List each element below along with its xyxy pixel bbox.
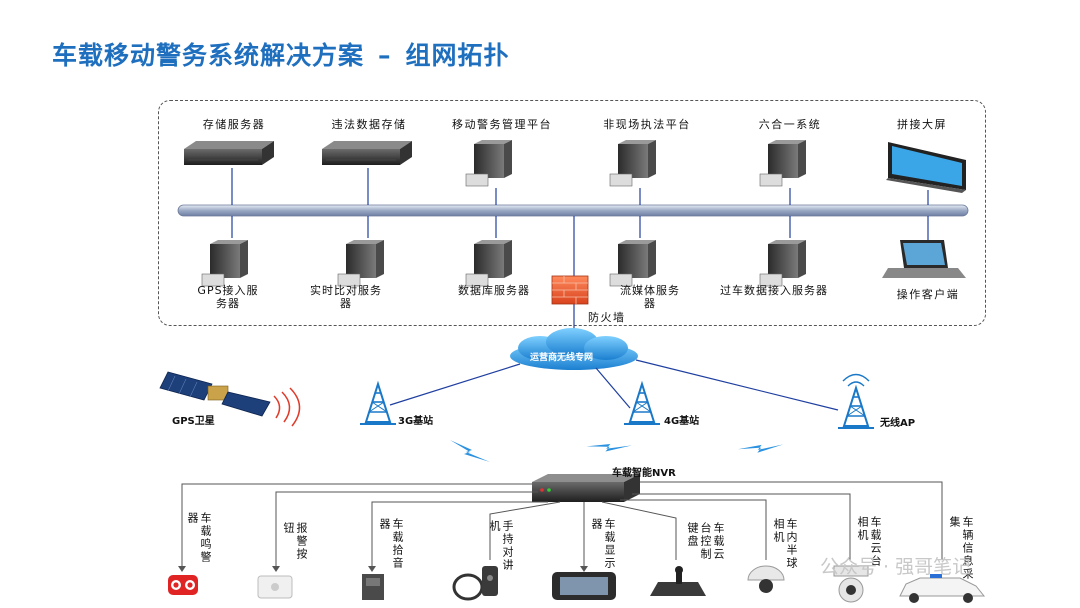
label-alarm-button: 报警按钮 xyxy=(282,522,308,561)
label-3g-station: 3G基站 xyxy=(398,416,434,427)
label-carrier-network: 运营商无线专网 xyxy=(530,353,594,363)
label-gps-access-server: GPS接入服务器 xyxy=(197,284,259,310)
database-server-icon xyxy=(465,239,513,287)
network-bus xyxy=(177,204,969,217)
title-main: 车载移动警务系统解决方案 xyxy=(52,41,365,70)
realtime-compare-server-icon xyxy=(337,239,385,287)
4g-base-station-icon xyxy=(623,383,661,425)
laptop-icon xyxy=(882,240,966,278)
storage-server-icon xyxy=(183,140,275,166)
label-police-car: 车辆信息采集 xyxy=(948,516,974,581)
title-sub: 组网拓扑 xyxy=(405,41,510,70)
label-microphone-pickup: 车载拾音器 xyxy=(378,518,404,570)
gps-access-server-icon xyxy=(201,239,249,287)
wireless-signal-ap-icon xyxy=(737,426,784,468)
streaming-server-icon xyxy=(609,239,657,287)
label-nvr: 车载智能NVR xyxy=(612,468,676,479)
server-zone xyxy=(158,100,986,326)
wireless-signal-3g-icon xyxy=(450,440,490,462)
firewall-icon xyxy=(551,275,589,305)
violation-storage-server-icon xyxy=(321,140,413,166)
microphone-pickup-icon xyxy=(362,574,384,600)
label-gps-satellite: GPS卫星 xyxy=(172,416,215,427)
label-ptz-keyboard: 车载云台控制键盘 xyxy=(686,522,725,561)
offsite-enforcement-server-icon xyxy=(609,139,657,187)
siren-icon xyxy=(168,575,198,595)
handheld-radio-icon xyxy=(452,566,498,601)
alarm-button-icon xyxy=(257,575,293,599)
label-handheld-radio: 手持对讲机 xyxy=(488,520,514,572)
label-streaming-server: 流媒体服务器 xyxy=(620,284,680,310)
title-separator: – xyxy=(378,41,392,70)
label-operator-client: 操作客户端 xyxy=(896,288,960,301)
label-storage-server: 存储服务器 xyxy=(202,118,266,131)
label-wireless-ap: 无线AP xyxy=(880,418,916,429)
label-display-wall: 拼接大屏 xyxy=(897,118,947,131)
monitor-icon xyxy=(552,572,616,600)
label-firewall: 防火墙 xyxy=(588,311,626,324)
ptz-camera-icon xyxy=(833,565,869,603)
display-wall-icon xyxy=(886,142,966,193)
mobile-police-platform-server-icon xyxy=(465,139,513,187)
label-dome-camera: 车内半球相机 xyxy=(772,518,798,570)
label-mobile-police-platform: 移动警务管理平台 xyxy=(452,118,552,131)
label-realtime-compare-server: 实时比对服务器 xyxy=(310,284,382,310)
vehicle-data-server-icon xyxy=(759,239,807,287)
page-title: 车载移动警务系统解决方案–组网拓扑 xyxy=(52,36,510,72)
police-car-icon xyxy=(899,574,986,603)
nvr-icon xyxy=(532,474,640,502)
label-violation-storage: 违法数据存储 xyxy=(331,118,407,131)
label-vehicle-data-server: 过车数据接入服务器 xyxy=(720,284,828,297)
label-database-server: 数据库服务器 xyxy=(458,284,530,297)
carrier-network-cloud-icon xyxy=(510,328,638,370)
label-siren: 车载鸣警器 xyxy=(186,512,212,564)
label-4g-station: 4G基站 xyxy=(664,416,700,427)
ptz-keyboard-icon xyxy=(650,566,706,596)
gps-satellite-icon xyxy=(159,371,301,427)
dome-camera-icon xyxy=(747,565,785,593)
label-monitor: 车载显示器 xyxy=(590,518,616,570)
wireless-signal-4g-icon xyxy=(586,426,632,466)
wireless-ap-icon xyxy=(837,373,875,429)
3g-base-station-icon xyxy=(359,383,397,425)
six-in-one-server-icon xyxy=(759,139,807,187)
label-ptz-camera: 车载云台相机 xyxy=(856,516,882,568)
watermark: 公众号 · 强哥笔记 xyxy=(820,556,972,578)
label-six-in-one: 六合一系统 xyxy=(758,118,822,131)
label-offsite-enforcement: 非现场执法平台 xyxy=(603,118,691,131)
